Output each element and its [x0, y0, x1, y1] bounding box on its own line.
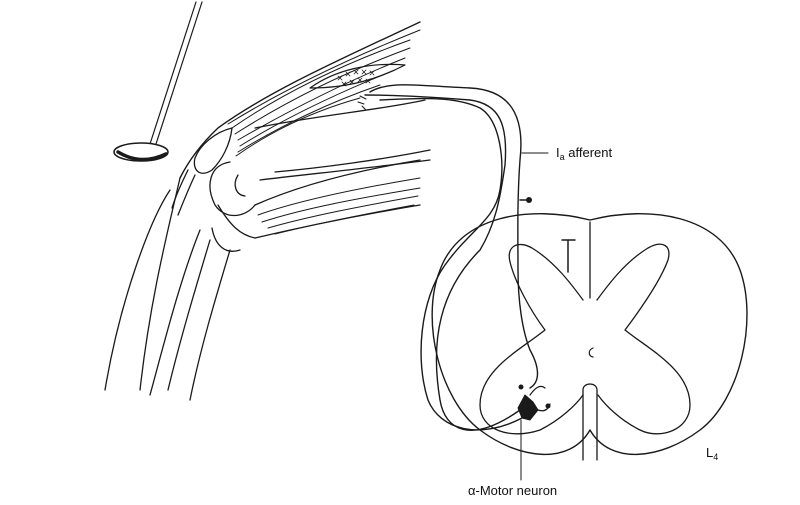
alpha-motor-neuron: [380, 98, 550, 429]
leg-outline: [105, 22, 430, 390]
spinal-cord-section: [432, 214, 747, 460]
segment-label-sub: 4: [713, 452, 719, 462]
anterior-median-fissure: [583, 384, 597, 460]
label-leaders: [521, 153, 548, 480]
muscle-spindle: [310, 64, 405, 88]
segment-label: L4: [706, 446, 718, 462]
ia-afferent-label-main: I: [556, 145, 560, 160]
knee-joint: [172, 128, 420, 251]
ia-afferent-label-rest: afferent: [564, 145, 613, 160]
grey-matter-butterfly: [480, 244, 690, 434]
lower-leg: [150, 230, 230, 400]
afferent-branch-dot: [518, 197, 551, 409]
segment-label-main: L: [706, 445, 714, 460]
ia-afferent-label-sub: a: [559, 152, 565, 162]
ia-afferent-fibre: [358, 85, 538, 431]
central-canal: [589, 348, 593, 357]
hamstring-muscle: [258, 178, 420, 234]
reflex-hammer: [114, 2, 202, 161]
ia-afferent-label: Ia afferent: [556, 146, 612, 162]
motor-neuron-label: α-Motor neuron: [468, 483, 558, 498]
spinal-cord-outline: [432, 214, 747, 455]
quadriceps-muscle: [228, 30, 420, 156]
